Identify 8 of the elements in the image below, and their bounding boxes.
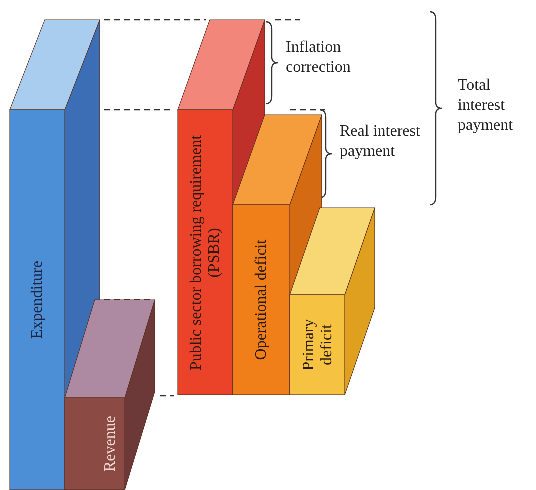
bar-label: Operational deficit — [252, 238, 270, 362]
brace-label: Real interest payment — [340, 122, 422, 162]
bar-label: Public sector borrowing requirement (PSBR) — [188, 134, 224, 372]
bar-label: Revenue — [102, 415, 120, 474]
bar-label: Primary deficit — [300, 318, 336, 373]
bar-label: Expenditure — [28, 260, 46, 342]
brace-label: Total interest payment — [458, 76, 514, 136]
brace-label: Inflation correction — [286, 38, 352, 78]
